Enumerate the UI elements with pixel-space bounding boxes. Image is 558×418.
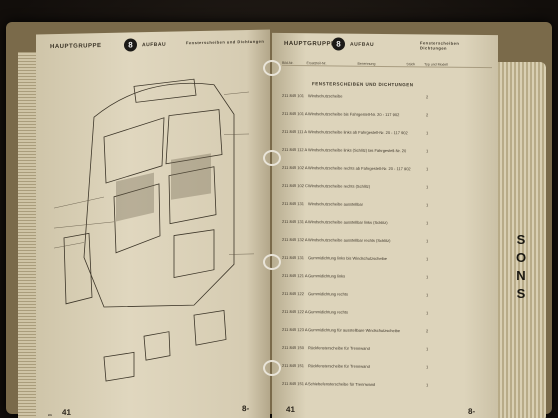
- col-typ: Typ und Modell: [424, 62, 448, 67]
- table-row: 211 845 131 AWindschutzscheibe ausstellb…: [282, 218, 429, 226]
- left-subtitle: Fensterscheiben und Dichtungen: [186, 38, 265, 46]
- table-row: 211 845 151 ASchiebefensterscheibe für T…: [282, 380, 429, 388]
- left-footer-label: ▭: [48, 412, 52, 418]
- binder-page-edge: [496, 62, 546, 418]
- right-section: AUFBAU: [350, 41, 375, 48]
- table-row: 211 845 102 CWindschutzscheibe rechts (S…: [282, 182, 429, 190]
- right-header: HAUPTGRUPPE: [284, 40, 336, 48]
- left-footer-page: 8-: [242, 403, 250, 414]
- tab-letter: S: [516, 232, 526, 247]
- right-page: HAUPTGRUPPE 8 AUFBAU Fensterscheiben Dic…: [272, 32, 498, 418]
- tab-letter: N: [516, 268, 526, 283]
- left-header: HAUPTGRUPPE: [50, 43, 102, 51]
- left-group-badge: 8: [124, 38, 137, 52]
- section-heading: FENSTERSCHEIBEN UND DICHTUNGEN: [312, 81, 414, 88]
- binder-ring: [263, 360, 281, 376]
- left-section: AUFBAU: [142, 41, 167, 49]
- right-footer-number: 41: [286, 404, 295, 415]
- table-row: 211 845 112 AWindschutzscheibe links (Sc…: [282, 146, 429, 154]
- col-ersatzteil: Ersatzteil-Nr.: [306, 61, 327, 66]
- right-group-badge: 8: [332, 37, 345, 51]
- table-row: 211 845 123 AGummidichtung für ausstellb…: [282, 326, 429, 334]
- table-row: 211 845 111 AWindschutzscheibe links ab …: [282, 128, 429, 136]
- binder: HAUPTGRUPPE 8 AUFBAU Fensterscheiben und…: [6, 22, 552, 418]
- col-bild: Bild-Nr.: [282, 60, 294, 66]
- col-benennung: Benennung: [357, 61, 376, 66]
- column-header-row: Bild-Nr. Ersatzteil-Nr. Benennung Stück …: [282, 60, 492, 69]
- binder-ring: [263, 60, 281, 76]
- left-footer-number: 41: [62, 407, 71, 417]
- left-page: HAUPTGRUPPE 8 AUFBAU Fensterscheiben und…: [36, 29, 270, 418]
- binder-ring: [263, 150, 281, 166]
- exploded-window-diagram: [53, 78, 254, 382]
- table-row: 211 845 101 AWindschutzscheibe bis Fahrg…: [282, 110, 429, 118]
- tab-letter: S: [516, 286, 526, 301]
- index-tabs: S O N S: [508, 232, 534, 304]
- table-row: 211 845 132 AWindschutzscheibe ausstellb…: [282, 236, 429, 244]
- right-subtitle: Fensterscheiben Dichtungen: [420, 40, 460, 51]
- right-footer-page: 8-: [468, 406, 476, 416]
- binder-ring: [263, 254, 281, 270]
- table-row: 211 845 102 AWindschutzscheibe rechts ab…: [282, 164, 429, 172]
- tab-letter: O: [515, 250, 527, 265]
- col-stueck: Stück: [406, 62, 416, 67]
